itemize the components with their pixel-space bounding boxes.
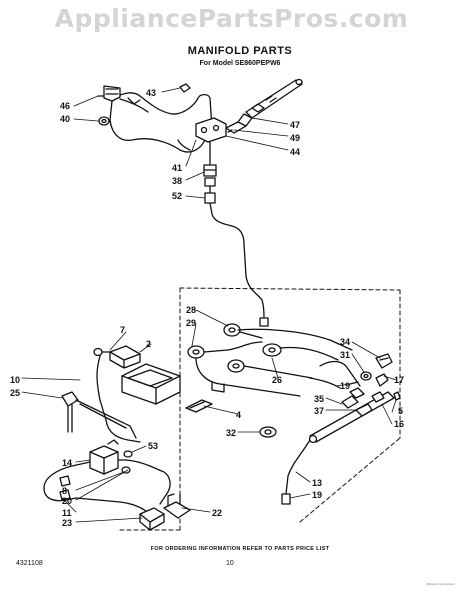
- burner-valve-part-28: [223, 323, 263, 339]
- callout-labels: 46 40 43 47 49 44 41 38 52 7 2 28 29 26 …: [10, 88, 404, 528]
- burner-box-part-10: [121, 363, 181, 405]
- tube-part-13: [285, 439, 311, 495]
- ordering-info-note: FOR ORDERING INFORMATION REFER TO PARTS …: [150, 546, 330, 552]
- tube-part-47: [245, 78, 303, 119]
- callout-4: 4: [236, 410, 241, 420]
- valve-part-46: [97, 85, 121, 102]
- model-subtitle: For Model SE860PEPW6: [199, 60, 281, 67]
- page-number: 10: [226, 560, 234, 567]
- callout-44: 44: [290, 147, 300, 157]
- callout-5: 5: [398, 406, 403, 416]
- callout-23: 23: [62, 518, 72, 528]
- regulator-part-2: [109, 345, 141, 369]
- orifice-part-49: [225, 113, 253, 134]
- callout-7: 7: [120, 325, 125, 335]
- callout-32: 32: [226, 428, 236, 438]
- burner-valve-part-26: [227, 343, 282, 373]
- burner-valve-part-29: [187, 345, 205, 359]
- bracket-part-44: [195, 117, 227, 143]
- callout-52: 52: [172, 191, 182, 201]
- callout-10: 10: [10, 375, 20, 385]
- fitting-part-31: [360, 371, 372, 381]
- upper-tube-43: [119, 92, 213, 129]
- callout-22: 22: [212, 508, 222, 518]
- callout-46: 46: [60, 101, 70, 111]
- callout-19-upper: 19: [340, 381, 350, 391]
- callout-17: 17: [394, 375, 404, 385]
- grommet-part-32: [259, 426, 277, 438]
- valve-part-37: [355, 391, 385, 417]
- fitting-part-38: [203, 164, 217, 187]
- callout-2: 2: [146, 339, 151, 349]
- callout-47: 47: [290, 120, 300, 130]
- bracket-part-4: [185, 399, 213, 413]
- callout-35: 35: [314, 394, 324, 404]
- fitting-part-53: [123, 450, 133, 458]
- screw-part-5: [393, 391, 401, 401]
- callout-41: 41: [172, 163, 182, 173]
- main-gas-tube-52: [209, 202, 265, 319]
- igniter-part-25: [61, 391, 137, 439]
- callout-31: 31: [340, 350, 350, 360]
- callout-49: 49: [290, 133, 300, 143]
- copyright-note: Whirlpool Corporation: [425, 582, 455, 586]
- callout-19-lower: 19: [312, 490, 322, 500]
- callout-16: 16: [394, 419, 404, 429]
- callout-20: 20: [62, 496, 72, 506]
- callout-11: 11: [62, 508, 72, 518]
- fitting-part-7: [93, 347, 111, 357]
- watermark: AppliancePartsPros.com: [54, 4, 409, 33]
- safety-valve-part-14: [89, 439, 119, 475]
- knob-part-34: [375, 353, 393, 369]
- clip-part-17: [375, 373, 389, 387]
- valve-part-35: [341, 387, 365, 409]
- callout-38: 38: [172, 176, 182, 186]
- callout-40: 40: [60, 114, 70, 124]
- callout-26: 26: [272, 375, 282, 385]
- callout-28: 28: [186, 305, 196, 315]
- diagram-title: MANIFOLD PARTS: [187, 45, 293, 57]
- callout-8: 8: [62, 486, 67, 496]
- valve-part-23: [139, 507, 165, 531]
- callout-37: 37: [314, 406, 324, 416]
- callout-14: 14: [62, 458, 72, 468]
- callout-53: 53: [148, 441, 158, 451]
- callout-13: 13: [312, 478, 322, 488]
- fitting-part-8: [121, 466, 131, 474]
- callout-43: 43: [146, 88, 156, 98]
- document-number: 4321108: [16, 560, 43, 567]
- bracket-part-22: [163, 493, 191, 519]
- fitting-part-40: [98, 116, 110, 126]
- callout-29: 29: [186, 318, 196, 328]
- callout-25: 25: [10, 388, 20, 398]
- callout-34: 34: [340, 337, 350, 347]
